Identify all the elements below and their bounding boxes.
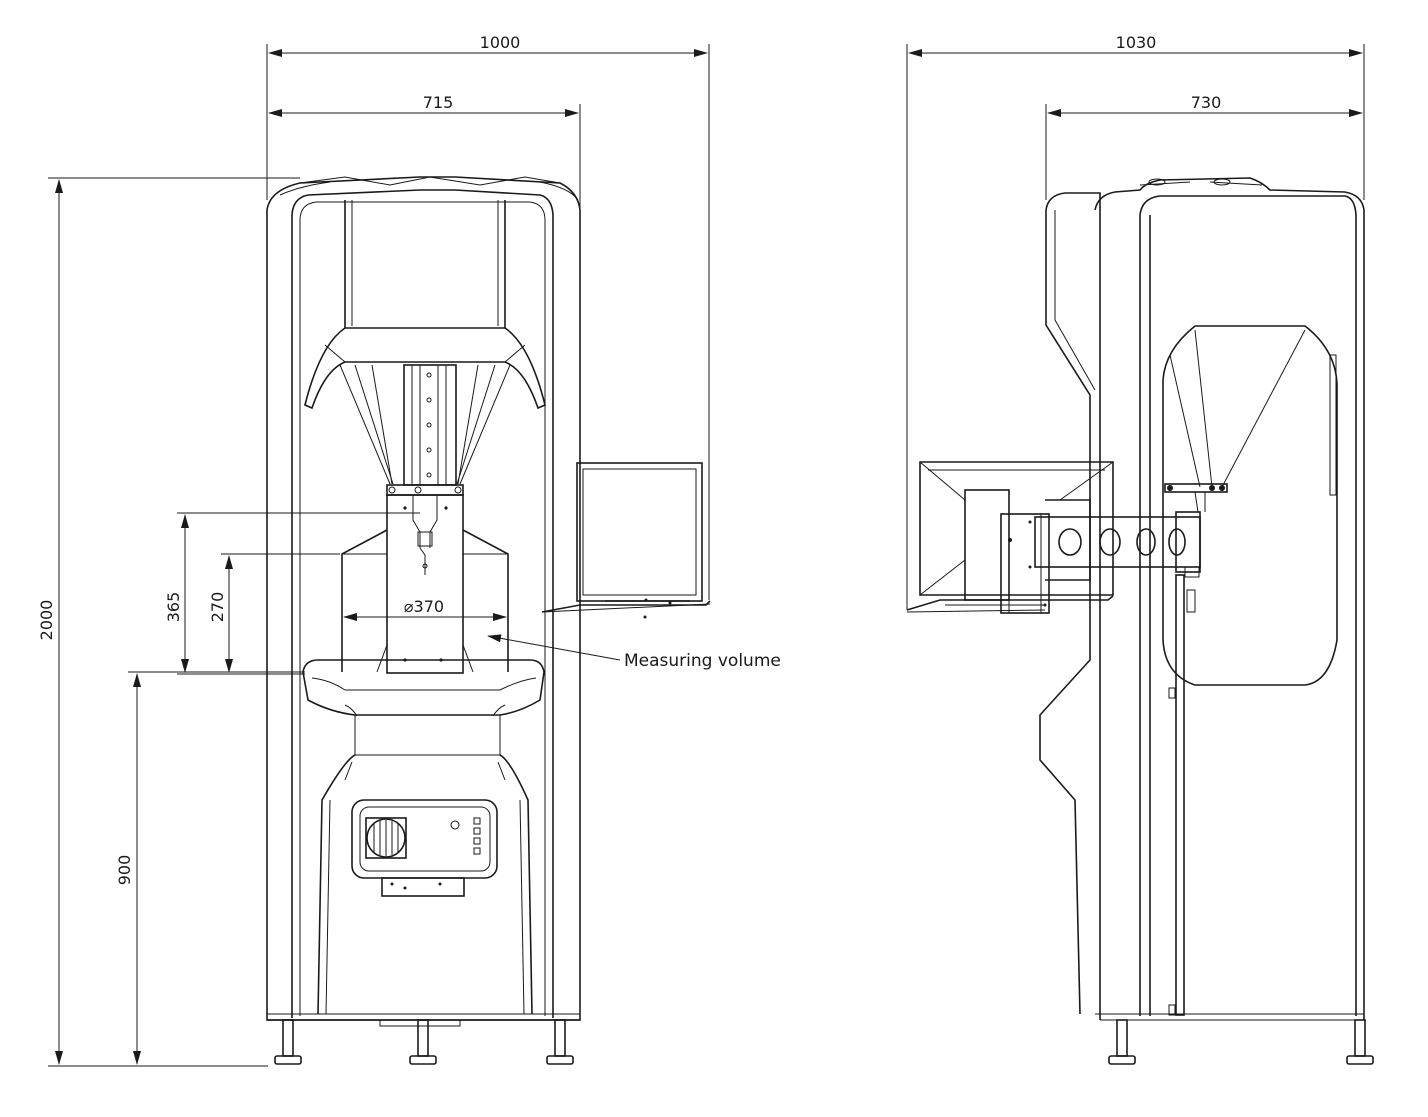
dim-label-715: 715 [423,93,454,112]
front-table-tray [302,659,545,755]
dim-diameter-value: 370 [414,597,445,616]
dim-label-730: 730 [1191,93,1222,112]
front-view: 1000 715 2000 900 365 [37,33,781,1067]
dim-label-270: 270 [208,592,227,623]
dim-cabinet-width-side: 730 [1045,93,1363,200]
front-cabinet-body [266,176,581,1021]
dim-label-1000: 1000 [480,33,521,52]
dim-volume-height-inner: 270 [208,553,340,673]
front-monitor [541,462,711,619]
dim-table-height: 900 [115,671,305,1065]
dim-label-diameter: ⌀370 [404,597,444,616]
front-upper-hood [304,200,546,485]
side-rail [1168,574,1196,1016]
dim-overall-width-side: 1030 [906,33,1365,610]
front-lower-cabinet [317,754,533,1015]
side-feet [1108,1019,1374,1065]
side-arm [1000,511,1201,614]
dim-cabinet-width-front: 715 [268,93,581,210]
measuring-volume-callout: Measuring volume [487,634,781,671]
measuring-volume: ⌀370 [341,529,509,673]
dim-label-1030: 1030 [1116,33,1157,52]
front-feet [274,1019,574,1065]
dim-volume-height-outer: 365 [164,512,420,675]
front-probe-column [386,364,464,674]
dim-overall-width-front: 1000 [266,33,710,600]
dim-label-2000: 2000 [37,600,56,641]
side-monitor [906,461,1114,613]
dim-label-900: 900 [115,855,134,886]
side-view: 1030 730 [906,33,1374,1065]
side-inner-window [1162,325,1338,686]
dim-label-365: 365 [164,592,183,623]
side-cabinet-body [1039,177,1365,1021]
callout-label: Measuring volume [624,651,781,671]
dim-overall-height: 2000 [37,177,300,1067]
